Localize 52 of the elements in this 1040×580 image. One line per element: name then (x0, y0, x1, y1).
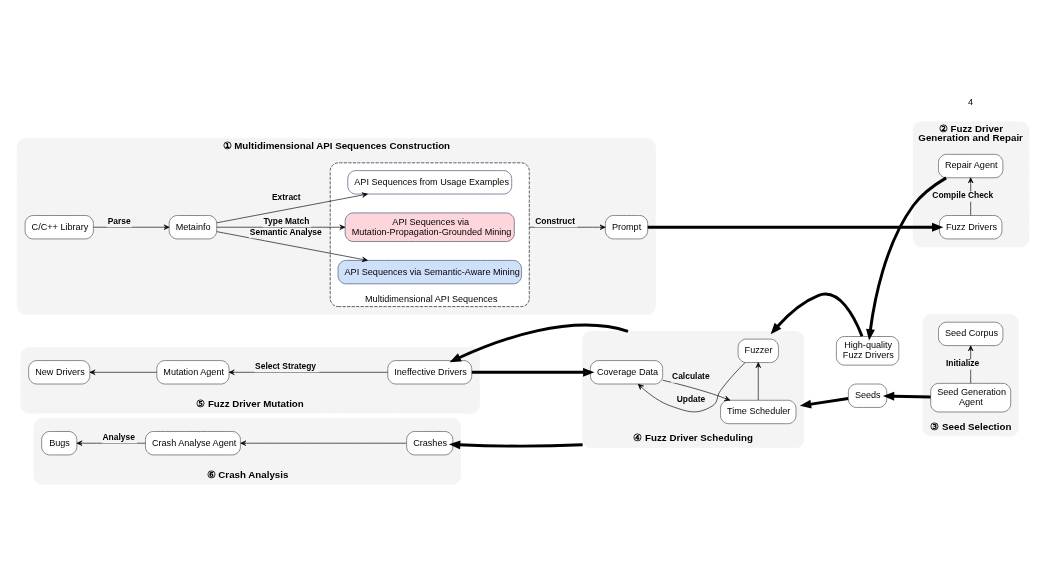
edge-label: Compile Check (931, 190, 993, 201)
node-box: Crashes (405, 431, 453, 456)
edge-label: Type Match (263, 215, 309, 226)
edge-label: Analyse (102, 431, 135, 442)
node-box: New Drivers (27, 360, 90, 385)
edge-label: Calculate (671, 371, 710, 382)
arrow (528, 224, 606, 230)
arrow (755, 362, 761, 401)
node-box: Seeds (847, 383, 887, 408)
edge-label: Construct (534, 215, 575, 226)
node-box: Repair Agent (937, 154, 1003, 179)
node-box: Prompt (604, 215, 648, 240)
node-box: Ineffective Drivers (386, 360, 472, 385)
node-box: Time Scheduler (719, 399, 796, 424)
edge-label: Parse (107, 215, 131, 226)
arrow (239, 440, 407, 446)
arrow (882, 391, 931, 401)
arrow (216, 224, 345, 230)
arrow (76, 440, 146, 446)
node-box: Fuzz Drivers (938, 215, 1002, 240)
arrow (799, 397, 848, 409)
node-box: API Sequences via Mutation-Propagation-Grounded Mining (344, 212, 515, 242)
label: 4 (967, 96, 973, 107)
node-box: Bugs (40, 431, 77, 456)
arrow (448, 440, 583, 450)
arrow (662, 379, 730, 401)
node-box: C/C++ Library (24, 215, 94, 240)
node-box: Seed Generation Agent (929, 383, 1011, 413)
node-box: Coverage Data (589, 360, 663, 385)
node-box: Fuzzer (737, 338, 779, 363)
arrow (228, 369, 388, 375)
node-box: API Sequences via Semantic-Aware Mining (337, 260, 522, 285)
arrow (449, 323, 628, 363)
edge-label: Semantic Analyse (249, 226, 322, 237)
edge-label: Extract (271, 192, 301, 203)
node-box: Metainfo (168, 215, 217, 240)
node-box: High-quality Fuzz Drivers (835, 336, 899, 366)
arrow (89, 369, 157, 375)
arrow (216, 231, 368, 262)
edge-label: Select Strategy (254, 360, 316, 371)
arrow (770, 292, 863, 337)
arrow (637, 362, 745, 413)
node-box: Mutation Agent (156, 360, 229, 385)
node-box: API Sequences from Usage Examples (346, 170, 512, 195)
edge-label: Update (676, 394, 705, 405)
node-box: Crash Analyse Agent (144, 431, 241, 456)
arrow (471, 367, 594, 377)
node-box: Seed Corpus (937, 321, 1003, 346)
arrow (865, 176, 947, 341)
arrow (92, 224, 169, 230)
arrow (647, 222, 943, 232)
edge-label: Initialize (945, 358, 979, 369)
